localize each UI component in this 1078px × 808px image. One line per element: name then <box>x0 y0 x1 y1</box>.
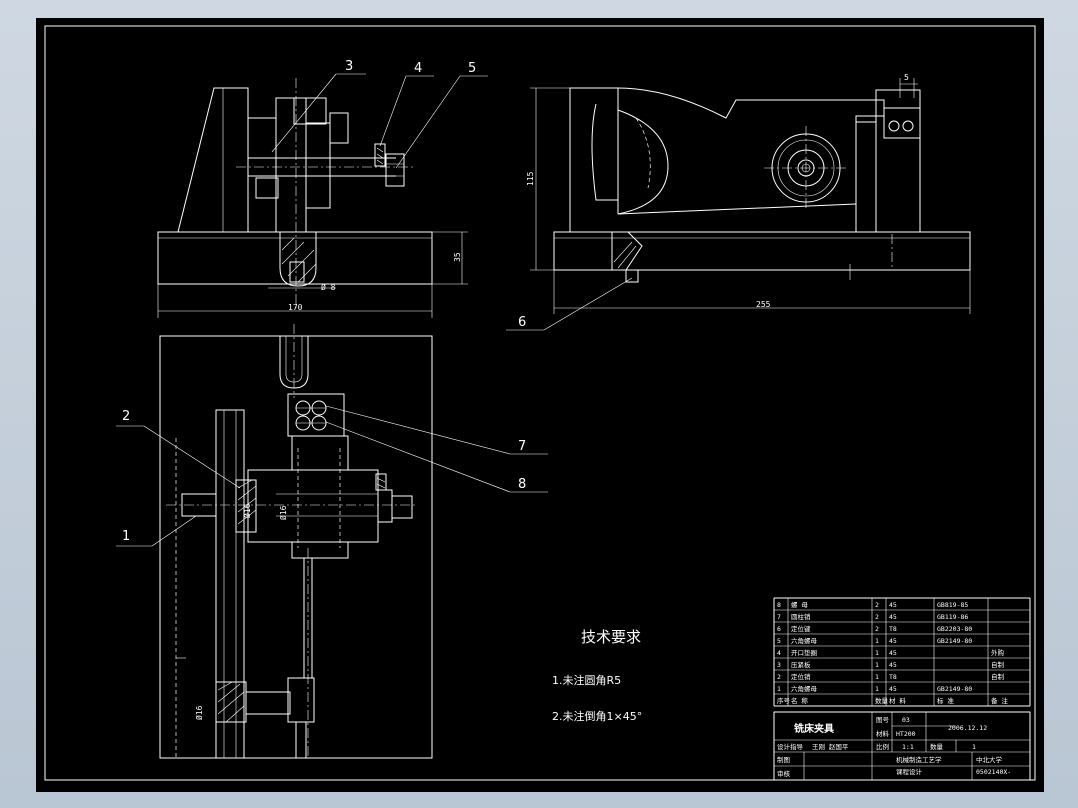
dim-gap-top: 5 <box>904 73 909 82</box>
tb-qty: 1 <box>972 743 976 751</box>
tb-designer: 王刚 赵国平 <box>812 742 849 751</box>
bom-header-remark: 备 注 <box>991 696 1008 705</box>
tb-checked-label: 审核 <box>777 769 791 778</box>
bom-cell-name: 螺 母 <box>791 600 808 609</box>
drawing-canvas: Ø 8 170 35 <box>44 25 1036 781</box>
bom-cell-qty: 2 <box>875 601 879 609</box>
bom-header-qty: 数量 <box>875 696 889 705</box>
callout-8: 8 <box>518 477 526 492</box>
dim-bore: Ø 8 <box>321 282 336 292</box>
callout-4: 4 <box>414 61 422 76</box>
tech-note-1: 1.未注圆角R5 <box>552 673 621 687</box>
tb-title: 铣床夹具 <box>794 722 834 735</box>
tb-material: HT200 <box>896 730 916 738</box>
bom-cell-std: GB119-86 <box>937 613 968 621</box>
bom-cell-name: 定位销 <box>791 672 811 681</box>
bom-cell-qty: 2 <box>875 625 879 633</box>
callout-1: 1 <box>122 529 130 544</box>
bom-header-name: 名 称 <box>791 696 808 705</box>
bom-cell-name: 压紧板 <box>791 660 811 669</box>
tech-note-2: 2.未注倒角1×45° <box>552 709 642 723</box>
tech-requirements: 技术要求 1.未注圆角R5 2.未注倒角1×45° <box>552 628 642 723</box>
bom-cell-mat: T8 <box>889 673 897 681</box>
bom-cell-std: GB819-85 <box>937 601 968 609</box>
dim-height-total: 115 <box>526 171 535 186</box>
tech-title: 技术要求 <box>581 628 641 646</box>
sheet-border <box>44 25 1036 781</box>
bom-cell-mat: 45 <box>889 601 897 609</box>
bom-cell-qty: 1 <box>875 649 879 657</box>
bom-cell-qty: 1 <box>875 661 879 669</box>
drawing-sheet: Ø 8 170 35 <box>36 18 1044 792</box>
bom-cell-std: GB2149-80 <box>937 685 972 693</box>
bom-cell-remark: 自制 <box>991 672 1005 681</box>
bom-cell-std: GB2149-80 <box>937 637 972 645</box>
tb-material-label: 材料 <box>876 729 890 738</box>
bom-cell-qty: 2 <box>875 613 879 621</box>
side-view: 115 255 5 <box>526 73 971 314</box>
callout-2: 2 <box>122 409 130 424</box>
callouts: 3 4 5 6 2 1 7 8 <box>116 59 633 547</box>
bom-cell-mat: 45 <box>889 685 897 693</box>
tb-class: 0502140X- <box>976 768 1011 776</box>
tb-drawing-no-label: 图号 <box>876 716 890 724</box>
bom-cell-name: 六角螺母 <box>791 636 818 645</box>
front-view: Ø 8 170 35 <box>157 78 468 318</box>
bom-cell-no: 5 <box>777 637 781 645</box>
bom-cell-qty: 1 <box>875 685 879 693</box>
dim-height-base: 35 <box>453 252 462 262</box>
bom-cell-name: 六角螺母 <box>791 684 818 693</box>
callout-3: 3 <box>345 59 353 74</box>
tb-drawn-label: 制图 <box>777 755 790 764</box>
bom-cell-qty: 1 <box>875 673 879 681</box>
tb-scale: 1:1 <box>902 743 914 751</box>
bom-cell-remark: 外购 <box>991 648 1005 657</box>
bom-cell-no: 2 <box>777 673 781 681</box>
tb-scale-label: 比例 <box>876 742 889 751</box>
bom-cell-name: 开口垫圈 <box>791 648 817 657</box>
tb-course: 机械制造工艺学 <box>896 755 942 764</box>
tb-designer-label: 设计指导 <box>777 742 804 751</box>
callout-5: 5 <box>468 61 476 76</box>
bom-cell-mat: 45 <box>889 661 897 669</box>
bom-cell-name: 定位键 <box>791 624 811 633</box>
dim-bore-pin: Ø16 <box>242 503 252 518</box>
callout-7: 7 <box>518 439 526 454</box>
dim-length-side: 255 <box>756 300 771 309</box>
bom-header-mat: 材 料 <box>889 696 906 705</box>
tb-drawing-no: 03 <box>902 716 910 724</box>
bom-cell-no: 8 <box>777 601 781 609</box>
tb-school: 中北大学 <box>976 755 1003 764</box>
callout-6: 6 <box>518 315 526 330</box>
bom-cell-remark: 自制 <box>991 660 1005 669</box>
bom-header-std: 标 准 <box>937 696 954 705</box>
bom-cell-no: 6 <box>777 625 781 633</box>
bom-header-no: 序号 <box>777 696 791 705</box>
bom-cell-mat: 45 <box>889 613 897 621</box>
top-view: Ø16 Ø16 Ø16 <box>159 324 433 759</box>
bom-cell-name: 圆柱销 <box>791 612 811 621</box>
bom-cell-no: 7 <box>777 613 781 621</box>
bom-cell-no: 4 <box>777 649 781 657</box>
dim-width-base: 170 <box>288 303 303 312</box>
tb-course-2: 课程设计 <box>896 767 923 776</box>
tb-date: 2006.12.12 <box>948 724 987 732</box>
bom-cell-mat: T8 <box>889 625 897 633</box>
bom-cell-no: 1 <box>777 685 781 693</box>
bom-cell-std: GB2203-80 <box>937 625 972 633</box>
tb-qty-label: 数量 <box>930 742 944 751</box>
dim-bore-bolt: Ø16 <box>278 505 288 520</box>
title-block: 铣床夹具 图号 03 2006.12.12 材料 HT200 设计指导 王刚 赵… <box>773 711 1031 781</box>
dim-bore-lower: Ø16 <box>194 705 204 720</box>
bom-cell-qty: 1 <box>875 637 879 645</box>
bom-cell-mat: 45 <box>889 649 897 657</box>
bom-cell-no: 3 <box>777 661 781 669</box>
bom-cell-mat: 45 <box>889 637 897 645</box>
